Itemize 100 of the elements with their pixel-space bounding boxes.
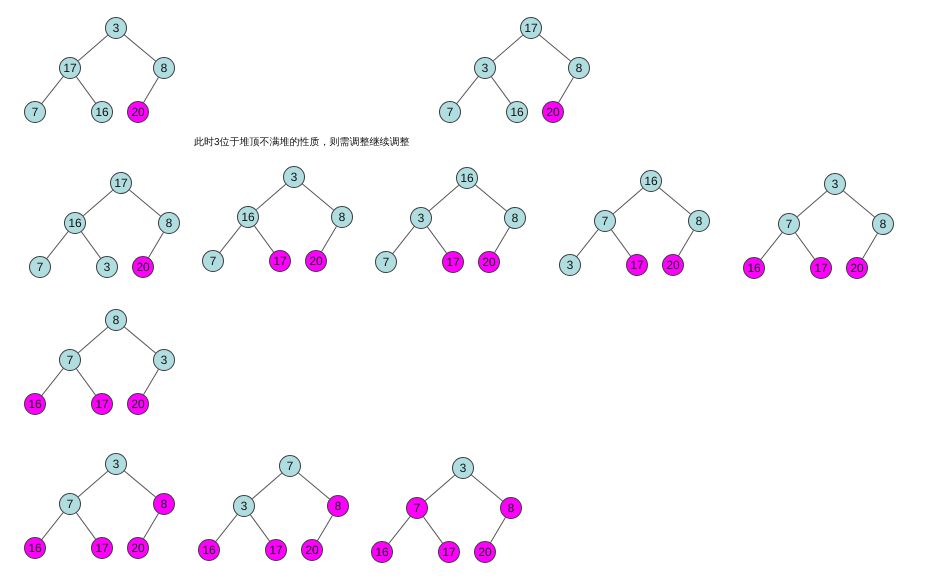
tree-node: 16 xyxy=(456,167,478,189)
tree-node: 17 xyxy=(59,57,81,79)
tree-node: 8 xyxy=(504,207,526,229)
tree-edge xyxy=(794,232,816,260)
tree-edge xyxy=(80,231,102,259)
tree-node: 17 xyxy=(91,537,113,559)
tree-edge xyxy=(250,514,270,542)
tree-edge xyxy=(321,226,337,252)
tree-node: 20 xyxy=(662,254,684,276)
tree-edge xyxy=(490,76,512,104)
tree-node: 17 xyxy=(269,250,291,272)
tree-edge xyxy=(612,188,644,214)
tree-node: 16 xyxy=(371,541,393,563)
tree-node: 7 xyxy=(594,210,616,232)
tree-node: 3 xyxy=(283,166,305,188)
tree-node: 3 xyxy=(824,173,846,195)
tree-node: 8 xyxy=(153,493,175,515)
tree-edge xyxy=(317,514,333,542)
tree-edge xyxy=(254,225,274,253)
tree-edge xyxy=(558,76,574,104)
tree-edge xyxy=(658,188,692,214)
tree-node: 20 xyxy=(127,393,149,415)
tree-node: 8 xyxy=(872,213,894,235)
tree-node: 17 xyxy=(265,539,287,561)
tree-node: 16 xyxy=(743,257,765,279)
tree-node: 3 xyxy=(474,57,496,79)
tree-edge xyxy=(41,368,64,396)
tree-node: 8 xyxy=(568,57,590,79)
tree-node: 3 xyxy=(410,207,432,229)
tree-node: 17 xyxy=(626,254,648,276)
tree-node: 20 xyxy=(305,250,327,272)
tree-node: 8 xyxy=(500,497,522,519)
tree-node: 20 xyxy=(478,251,500,273)
tree-node: 17 xyxy=(442,251,464,273)
tree-edge xyxy=(610,229,632,257)
tree-node: 3 xyxy=(559,254,581,276)
tree-node: 3 xyxy=(153,349,175,371)
tree-node: 20 xyxy=(474,541,496,563)
tree-node: 20 xyxy=(127,101,149,123)
tree-node: 17 xyxy=(438,541,460,563)
tree-node: 17 xyxy=(91,393,113,415)
tree-edge xyxy=(124,34,156,62)
tree-node: 7 xyxy=(24,101,46,123)
tree-edge xyxy=(298,472,330,500)
tree-node: 3 xyxy=(452,457,474,479)
tree-node: 16 xyxy=(24,537,46,559)
tree-edge xyxy=(302,184,334,210)
tree-node: 8 xyxy=(327,495,349,517)
tree-node: 7 xyxy=(406,497,428,519)
tree-edge xyxy=(76,368,96,396)
tree-node: 7 xyxy=(439,101,461,123)
tree-edge xyxy=(392,226,415,254)
tree-edge xyxy=(41,76,64,104)
tree-node: 16 xyxy=(640,170,662,192)
tree-node: 7 xyxy=(59,493,81,515)
tree-node: 20 xyxy=(846,257,868,279)
tree-edge xyxy=(426,226,448,254)
tree-edge xyxy=(760,232,783,260)
tree-edge xyxy=(576,229,599,257)
tree-edge xyxy=(252,472,282,500)
tree-node: 3 xyxy=(96,256,118,278)
tree-edge xyxy=(219,225,242,253)
tree-node: 8 xyxy=(153,57,175,79)
tree-node: 3 xyxy=(233,495,255,517)
tree-edge xyxy=(470,474,504,502)
tree-node: 8 xyxy=(158,212,180,234)
tree-node: 7 xyxy=(29,256,51,278)
tree-node: 16 xyxy=(64,212,86,234)
tree-edge xyxy=(796,190,828,218)
tree-node: 7 xyxy=(778,213,800,235)
tree-node: 20 xyxy=(301,539,323,561)
tree-edge xyxy=(842,190,876,218)
tree-node: 16 xyxy=(237,206,259,228)
tree-node: 7 xyxy=(202,250,224,272)
tree-edge xyxy=(456,76,479,104)
tree-edge xyxy=(143,512,159,540)
tree-edge xyxy=(862,232,878,260)
tree-node: 3 xyxy=(105,17,127,39)
tree-edge xyxy=(128,190,162,216)
tree-edge xyxy=(78,326,108,354)
tree-node: 8 xyxy=(688,210,710,232)
tree-node: 8 xyxy=(331,206,353,228)
tree-node: 3 xyxy=(105,453,127,475)
tree-edge xyxy=(474,184,508,212)
tree-node: 20 xyxy=(542,101,564,123)
tree-edge xyxy=(76,512,96,540)
tree-edge xyxy=(678,230,694,256)
tree-node: 20 xyxy=(132,256,154,278)
tree-edge xyxy=(78,34,108,62)
tree-edge xyxy=(41,512,64,540)
tree-edge xyxy=(76,76,96,104)
tree-edge xyxy=(424,474,456,502)
tree-edge xyxy=(428,184,460,212)
tree-node: 7 xyxy=(279,455,301,477)
tree-edge xyxy=(215,514,238,542)
tree-node: 16 xyxy=(91,101,113,123)
tree-node: 17 xyxy=(810,257,832,279)
tree-edge xyxy=(124,470,156,498)
tree-node: 7 xyxy=(375,251,397,273)
tree-edge xyxy=(388,516,411,544)
